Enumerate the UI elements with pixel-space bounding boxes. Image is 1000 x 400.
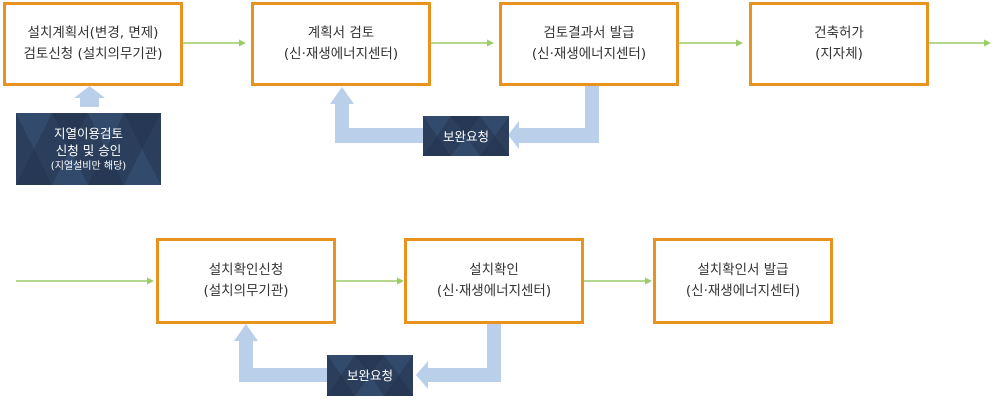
pattern-decoration	[327, 355, 413, 396]
step-review-result-issue: 검토결과서 발급 (신·재생에너지센터)	[499, 2, 679, 86]
step-install-cert-issue: 설치확인서 발급 (신·재생에너지센터)	[653, 238, 833, 324]
prereq-line1: 지열이용검토	[53, 125, 123, 141]
feedback-arrow-row1	[330, 86, 599, 149]
flow-arrow-row2-in	[16, 277, 154, 285]
step-subtitle: (지자체)	[815, 46, 863, 62]
step-title: 설치계획서(변경, 면제)	[27, 25, 159, 41]
step-install-confirm: 설치확인 (신·재생에너지센터)	[404, 238, 584, 324]
feedback-label-row1: 보완요청	[423, 116, 509, 156]
pattern-decoration	[423, 116, 509, 156]
pattern-decoration	[16, 113, 161, 185]
flow-arrow-row1-3	[679, 39, 743, 47]
step-title: 설치확인	[469, 262, 519, 278]
flow-arrow-row1-2	[431, 39, 494, 47]
step-plan-review: 계획서 검토 (신·재생에너지센터)	[251, 2, 431, 86]
prereq-up-arrow	[74, 86, 105, 107]
flow-arrow-row2-1	[336, 277, 404, 285]
feedback-text: 보완요청	[346, 368, 393, 383]
prereq-note: (지열설비만 해당)	[50, 160, 127, 172]
step-install-confirm-request: 설치확인신청 (설치의무기관)	[156, 238, 336, 324]
flow-arrow-row1-out	[929, 39, 991, 47]
step-building-permit: 건축허가 (지자체)	[749, 2, 929, 86]
step-title: 건축허가	[814, 25, 864, 41]
flow-arrow-row1-1	[183, 39, 246, 47]
flow-arrow-row2-2	[584, 277, 652, 285]
step-title: 계획서 검토	[307, 25, 375, 41]
step-subtitle: (신·재생에너지센터)	[436, 283, 552, 299]
step-title: 설치확인서 발급	[697, 262, 789, 278]
step-subtitle: (신·재생에너지센터)	[283, 46, 399, 62]
step-title: 검토결과서 발급	[543, 25, 635, 41]
feedback-label-row2: 보완요청	[327, 355, 413, 396]
step-plan-review-request: 설치계획서(변경, 면제) 검토신청 (설치의무기관)	[3, 2, 183, 86]
step-subtitle: (신·재생에너지센터)	[531, 46, 647, 62]
step-subtitle: 검토신청 (설치의무기관)	[23, 46, 163, 62]
prereq-line2: 신청 및 승인	[55, 142, 122, 158]
feedback-text: 보완요청	[442, 128, 489, 144]
feedback-arrow-row2	[234, 324, 501, 389]
step-subtitle: (신·재생에너지센터)	[685, 283, 801, 299]
step-title: 설치확인신청	[208, 262, 284, 278]
step-subtitle: (설치의무기관)	[203, 283, 289, 299]
geothermal-prereq-box: 지열이용검토 신청 및 승인 (지열설비만 해당)	[16, 113, 161, 185]
